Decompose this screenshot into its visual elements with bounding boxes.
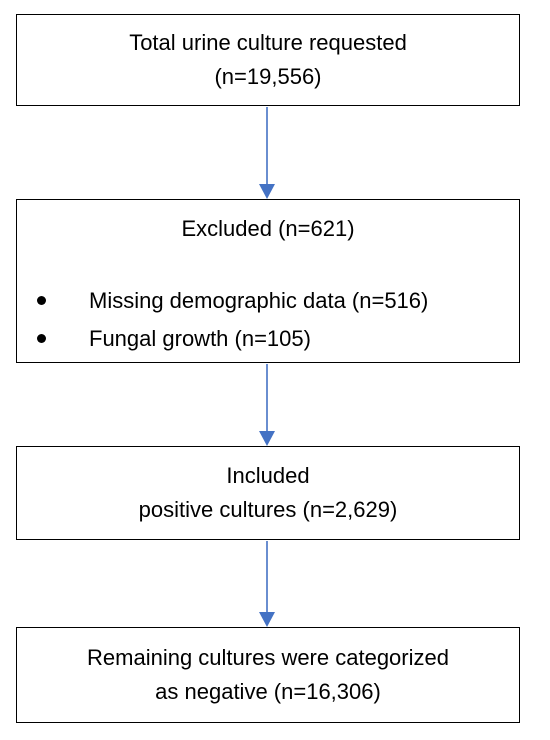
bullet-icon bbox=[37, 334, 46, 343]
arrow-excluded-to-included bbox=[259, 364, 275, 446]
excluded-reason-missing-demographic: Missing demographic data (n=516) bbox=[17, 282, 519, 320]
arrow-total-to-excluded bbox=[259, 107, 275, 199]
included-count: positive cultures (n=2,629) bbox=[138, 497, 398, 522]
excluded-reasons-list: Missing demographic data (n=516) Fungal … bbox=[17, 282, 519, 358]
bullet-icon bbox=[37, 296, 46, 305]
excluded-box: Excluded (n=621) Missing demographic dat… bbox=[16, 199, 520, 363]
total-requested-label: Total urine culture requested bbox=[129, 30, 407, 55]
excluded-reason-fungal-growth: Fungal growth (n=105) bbox=[17, 320, 519, 358]
excluded-reason-label: Fungal growth (n=105) bbox=[89, 326, 311, 351]
included-box: Included positive cultures (n=2,629) bbox=[16, 446, 520, 540]
remaining-box: Remaining cultures were categorized as n… bbox=[16, 627, 520, 723]
included-label: Included bbox=[226, 463, 310, 488]
total-requested-count: (n=19,556) bbox=[214, 64, 322, 89]
arrow-included-to-remaining bbox=[259, 541, 275, 627]
remaining-count: as negative (n=16,306) bbox=[155, 679, 381, 704]
excluded-title: Excluded (n=621) bbox=[181, 216, 355, 241]
excluded-reason-label: Missing demographic data (n=516) bbox=[89, 288, 429, 313]
total-requested-box: Total urine culture requested (n=19,556) bbox=[16, 14, 520, 106]
remaining-label: Remaining cultures were categorized bbox=[87, 645, 449, 670]
